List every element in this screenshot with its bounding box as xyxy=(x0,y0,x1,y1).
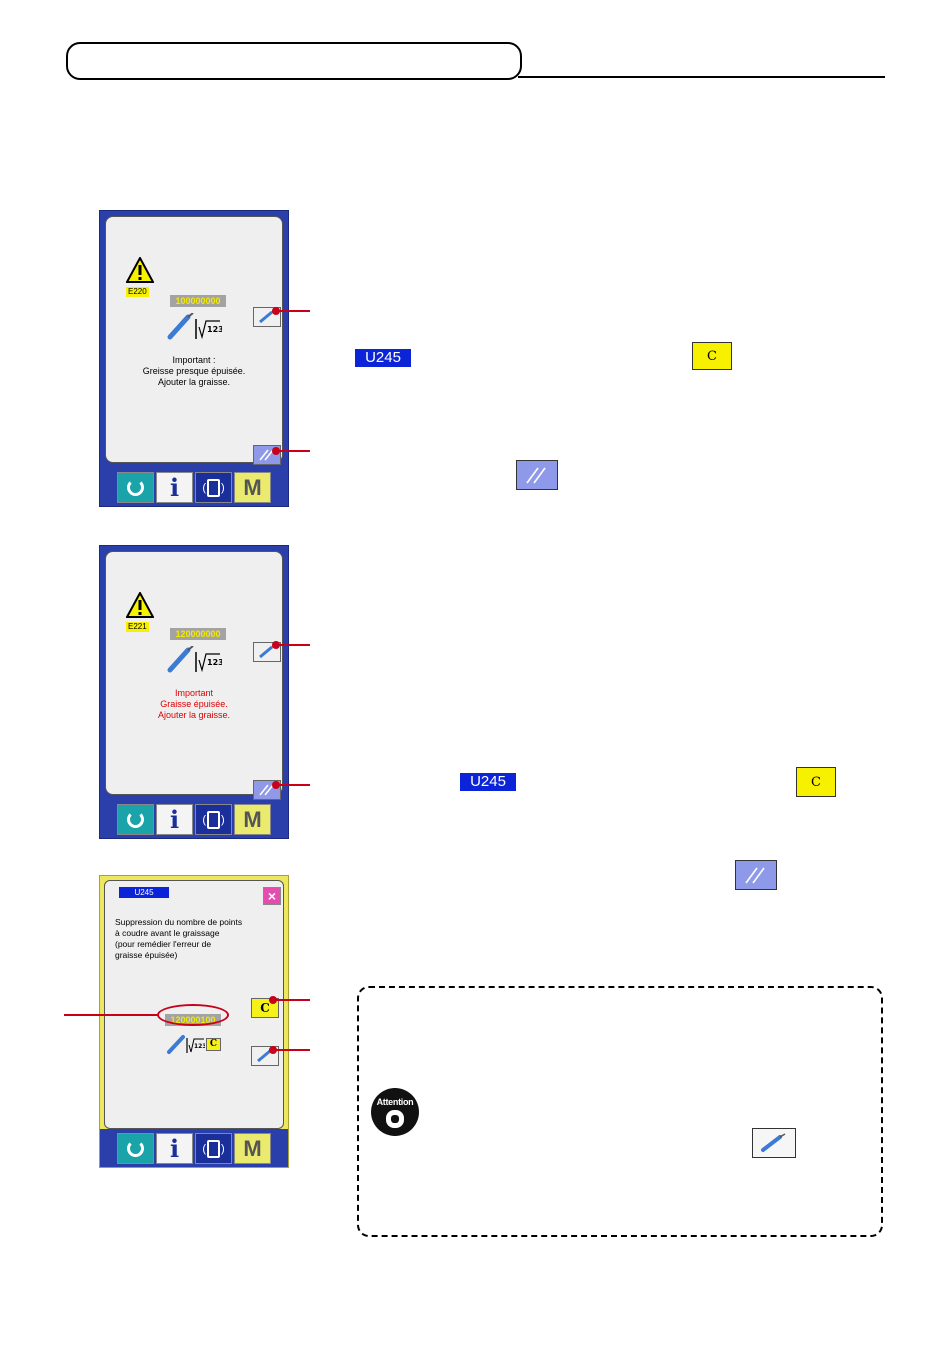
communication-icon xyxy=(207,810,220,829)
status-message: Important : Greisse presque épuisée. Ajo… xyxy=(142,355,246,387)
bottom-nav: i () M xyxy=(100,468,288,506)
stitch-counter: 100000000 xyxy=(170,295,226,307)
info-icon: i xyxy=(169,472,180,502)
warning-icon xyxy=(126,257,154,283)
callout-line xyxy=(278,784,310,786)
callout-dot xyxy=(269,1046,277,1054)
mode-icon: M xyxy=(243,806,262,832)
reset-icon xyxy=(526,467,546,484)
svg-text:123: 123 xyxy=(207,658,222,667)
info-icon: i xyxy=(169,804,180,834)
popup-panel: E220 100000000 123 Important : Greisse p… xyxy=(105,216,283,465)
ready-icon xyxy=(127,1140,144,1157)
attention-notice: Attention xyxy=(357,986,883,1237)
mode-icon: M xyxy=(243,1135,262,1161)
setting-title: U245 xyxy=(119,887,169,898)
svg-text:123: 123 xyxy=(194,1043,205,1050)
ready-key[interactable] xyxy=(117,804,154,835)
info-key[interactable]: i xyxy=(156,472,193,503)
warning-icon xyxy=(126,592,154,618)
callout-line xyxy=(275,999,310,1001)
mode-icon: M xyxy=(243,474,262,500)
reset-button-reference xyxy=(516,460,558,490)
callout-dot xyxy=(272,641,280,649)
status-message: Important Graisse épuisée. Ajouter la gr… xyxy=(157,688,231,720)
stitch-counter: 120000000 xyxy=(170,628,226,640)
c-button-reference: C xyxy=(796,767,836,797)
reset-button-reference xyxy=(735,860,777,890)
attention-icon: Attention xyxy=(371,1088,419,1136)
reset-icon xyxy=(745,867,765,884)
grease-button-reference xyxy=(752,1128,796,1158)
screen-grease-warning: E220 100000000 123 Important : Greisse p… xyxy=(99,210,289,507)
info-icon: i xyxy=(169,1133,180,1163)
communication-key[interactable]: () xyxy=(195,1133,232,1164)
u245-tag: U245 xyxy=(355,349,411,367)
bottom-nav: i () M xyxy=(100,800,288,838)
c-button-reference: C xyxy=(692,342,732,370)
reset-icon xyxy=(259,784,274,796)
header-rule xyxy=(518,76,885,78)
ready-key[interactable] xyxy=(117,472,154,503)
ready-icon xyxy=(127,479,144,496)
info-key[interactable]: i xyxy=(156,804,193,835)
info-key[interactable]: i xyxy=(156,1133,193,1164)
mode-key[interactable]: M xyxy=(234,472,271,503)
callout-dot xyxy=(269,996,277,1004)
close-button[interactable]: × xyxy=(263,887,281,905)
section-header-box xyxy=(66,42,522,80)
grease-gun-icon: 123 xyxy=(167,313,222,340)
mode-key[interactable]: M xyxy=(234,804,271,835)
mini-clear-icon: C xyxy=(206,1038,221,1051)
callout-dot xyxy=(272,781,280,789)
grease-gun-icon: 123 xyxy=(167,1035,205,1054)
callout-line xyxy=(278,644,310,646)
grease-gun-icon: 123 xyxy=(167,646,222,673)
error-code: E220 xyxy=(126,287,149,297)
callout-line xyxy=(275,1049,310,1051)
popup-panel: E221 120000000 123 Important Graisse épu… xyxy=(105,551,283,800)
bottom-nav: i () M xyxy=(100,1129,288,1167)
ready-key[interactable] xyxy=(117,1133,154,1164)
setting-description: Suppression du nombre de points à coudre… xyxy=(115,917,243,960)
counter-highlight-ellipse xyxy=(157,1004,229,1026)
close-icon: × xyxy=(267,888,277,904)
callout-line xyxy=(278,450,310,452)
error-code: E221 xyxy=(126,622,149,632)
grease-icon xyxy=(761,1133,786,1152)
communication-key[interactable]: () xyxy=(195,804,232,835)
communication-icon xyxy=(207,1139,220,1158)
communication-icon xyxy=(207,478,220,497)
ready-icon xyxy=(127,811,144,828)
callout-dot xyxy=(272,307,280,315)
u245-tag: U245 xyxy=(460,773,516,791)
callout-line xyxy=(64,1014,158,1016)
callout-dot xyxy=(272,447,280,455)
callout-line xyxy=(278,310,310,312)
mode-key[interactable]: M xyxy=(234,1133,271,1164)
communication-key[interactable]: () xyxy=(195,472,232,503)
svg-text:123: 123 xyxy=(207,325,222,334)
screen-u245-setting: U245 × Suppression du nombre de points à… xyxy=(99,875,289,1168)
reset-icon xyxy=(259,449,274,461)
screen-grease-error: E221 120000000 123 Important Graisse épu… xyxy=(99,545,289,839)
setting-panel: U245 × Suppression du nombre de points à… xyxy=(104,880,284,1129)
